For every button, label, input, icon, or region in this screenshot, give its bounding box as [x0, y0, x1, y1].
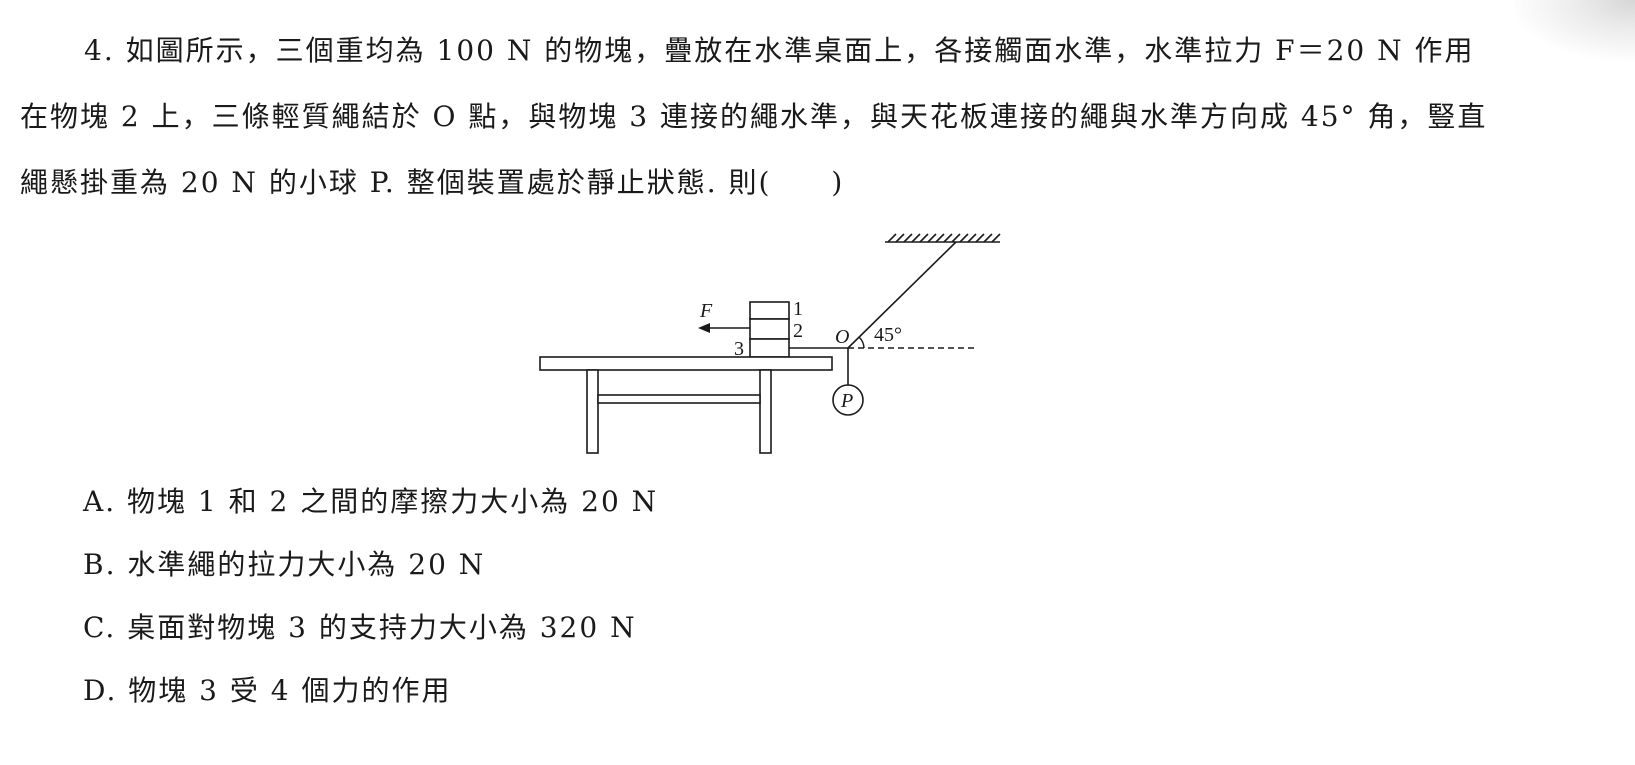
question-stem: 4. 如圖所示，三個重均為 100 N 的物塊，疊放在水準桌面上，各接觸面水準，… [20, 18, 1600, 216]
table-top [539, 356, 833, 371]
answer-options: A. 物塊 1 和 2 之間的摩擦力大小為 20 N B. 水準繩的拉力大小為 … [83, 470, 658, 722]
option-b[interactable]: B. 水準繩的拉力大小為 20 N [83, 548, 486, 581]
block-2 [749, 318, 790, 340]
question-line-3: 繩懸掛重為 20 N 的小球 P. 整個裝置處於靜止狀態. 則( ) [20, 166, 845, 199]
angle-label: 45° [874, 324, 902, 346]
page-corner-shadow [1515, 0, 1635, 60]
block-1-label: 1 [793, 298, 803, 320]
table [539, 356, 833, 454]
block-2-label: 2 [793, 320, 803, 342]
question-line-2: 在物塊 2 上，三條輕質繩結於 O 點，與物塊 3 連接的繩水準，與天花板連接的… [20, 100, 1488, 133]
table-leg-right [759, 369, 772, 454]
knot-label: O [835, 326, 849, 348]
inclined-rope [847, 241, 957, 349]
block-3 [749, 338, 790, 358]
table-leg-left [586, 369, 599, 454]
diagram-svg: F 1 2 3 O 45° P [539, 233, 1001, 454]
ceiling [885, 233, 1001, 243]
block-1 [749, 301, 790, 320]
question-line-1: 4. 如圖所示，三個重均為 100 N 的物塊，疊放在水準桌面上，各接觸面水準，… [84, 34, 1475, 67]
option-a[interactable]: A. 物塊 1 和 2 之間的摩擦力大小為 20 N [83, 485, 659, 518]
physics-diagram: F 1 2 3 O 45° P [530, 225, 1020, 470]
angle-arc [858, 336, 865, 349]
force-arrow [698, 323, 750, 333]
option-c[interactable]: C. 桌面對物塊 3 的支持力大小為 320 N [83, 611, 637, 644]
block-3-label: 3 [734, 338, 744, 360]
option-d[interactable]: D. 物塊 3 受 4 個力的作用 [83, 674, 452, 707]
table-crossbar [597, 394, 761, 404]
block-stack [749, 301, 790, 358]
force-label: F [699, 300, 713, 322]
ball-label: P [840, 390, 853, 412]
ball-p [832, 384, 864, 416]
